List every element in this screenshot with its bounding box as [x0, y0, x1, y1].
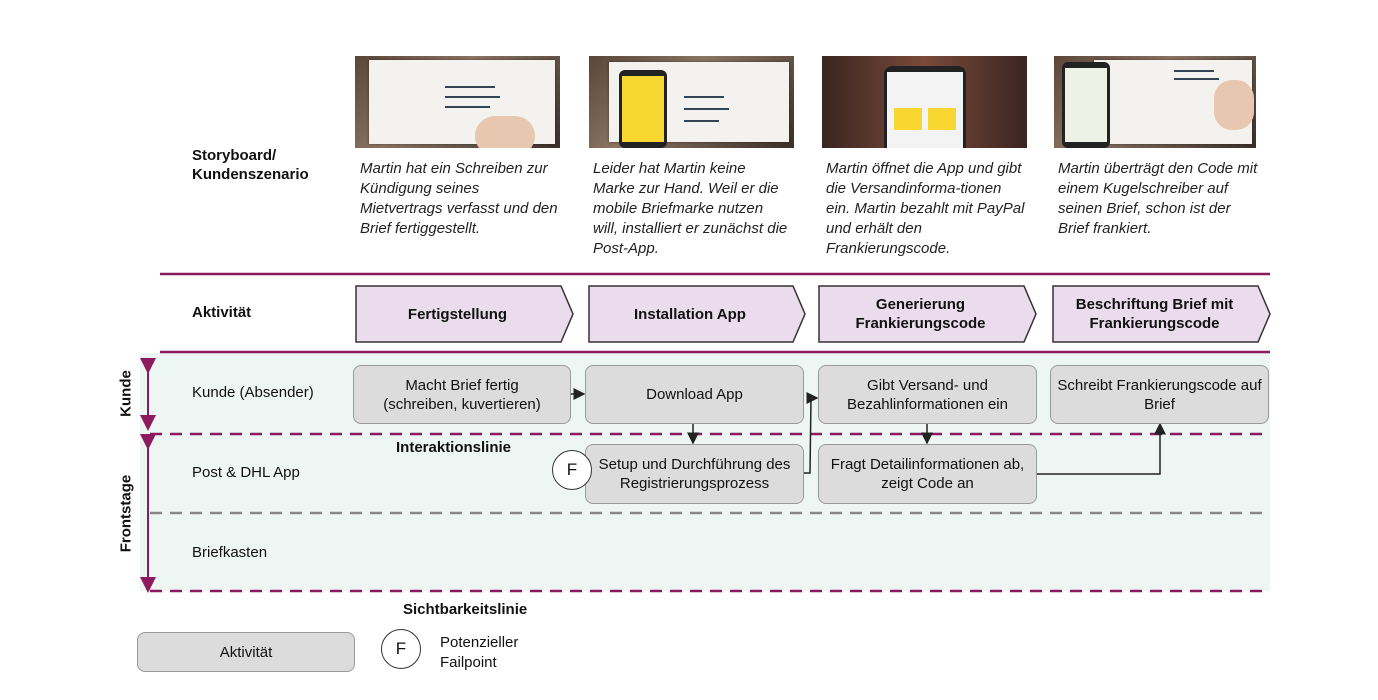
lane-label-app: Post & DHL App	[192, 464, 300, 481]
app-box-2: Fragt Detailinformationen ab, zeigt Code…	[818, 444, 1037, 504]
storyboard-label-line2: Kundenszenario	[192, 166, 309, 183]
storyboard-caption-1: Martin hat ein Schreiben zur Kündigung s…	[360, 160, 558, 237]
storyboard-label-line1: Storyboard/	[192, 147, 277, 164]
interaction-line-label: Interaktionslinie	[396, 439, 512, 456]
box-label: Setup und Durchführung des Registrierung…	[598, 456, 791, 492]
kunde-box-2: Download App	[585, 365, 804, 424]
storyboard-photo-2	[589, 56, 794, 148]
activity-step-2: Installation App	[588, 285, 806, 343]
lane-group-frontstage: Frontstage	[117, 474, 135, 553]
legend-failpoint-symbol: F	[381, 629, 421, 669]
box-label: Download App	[646, 386, 743, 403]
legend-activity-label: Aktivität	[219, 643, 273, 661]
activity-label: Aktivität	[192, 304, 252, 321]
visibility-line-label: Sichtbarkeitslinie	[403, 601, 528, 618]
storyboard-photo-1	[355, 56, 560, 148]
storyboard-caption-3: Martin öffnet die App und gibt die Versa…	[826, 160, 1025, 257]
activity-step-label: Generierung Frankierungscode	[855, 296, 986, 332]
storyboard-photo-4	[1054, 56, 1256, 148]
storyboard-label: Storyboard/ Kundenszenario	[192, 146, 309, 184]
app-box-1: Setup und Durchführung des Registrierung…	[585, 444, 804, 504]
kunde-box-3: Gibt Versand- und Bezahlinformationen ei…	[818, 365, 1037, 424]
storyboard-caption-4: Martin überträgt den Code mit einem Kuge…	[1058, 160, 1258, 237]
kunde-box-4: Schreibt Frankierungscode auf Brief	[1050, 365, 1269, 424]
activity-step-label: Installation App	[634, 305, 746, 323]
storyboard-photo-3	[822, 56, 1027, 148]
box-label: Schreibt Frankierungscode auf Brief	[1057, 376, 1262, 413]
kunde-box-1: Macht Brief fertig (schreiben, kuvertier…	[353, 365, 571, 424]
legend-failpoint-label: Potenzieller Failpoint	[440, 633, 518, 673]
lane-group-kunde: Kunde	[117, 370, 135, 417]
lane-label-kunde: Kunde (Absender)	[192, 384, 314, 401]
box-label: Macht Brief fertig (schreiben, kuvertier…	[383, 376, 541, 413]
lane-label-briefkasten: Briefkasten	[192, 544, 268, 561]
activity-step-label: Beschriftung Brief mit Frankierungscode	[1075, 296, 1234, 332]
legend-activity-box: Aktivität	[137, 632, 355, 672]
legend-failpoint-line1: Potenzieller	[440, 634, 519, 651]
box-label: Gibt Versand- und Bezahlinformationen ei…	[847, 376, 1008, 413]
box-label: Fragt Detailinformationen ab, zeigt Code…	[830, 456, 1025, 492]
activity-step-1: Fertigstellung	[355, 285, 574, 343]
failpoint-marker: F	[552, 450, 592, 490]
activity-step-4: Beschriftung Brief mit Frankierungscode	[1052, 285, 1271, 343]
legend-failpoint-line2: Failpoint	[440, 654, 497, 671]
activity-step-3: Generierung Frankierungscode	[818, 285, 1037, 343]
storyboard-caption-2: Leider hat Martin keine Marke zur Hand. …	[593, 160, 788, 257]
activity-step-label: Fertigstellung	[407, 305, 508, 323]
